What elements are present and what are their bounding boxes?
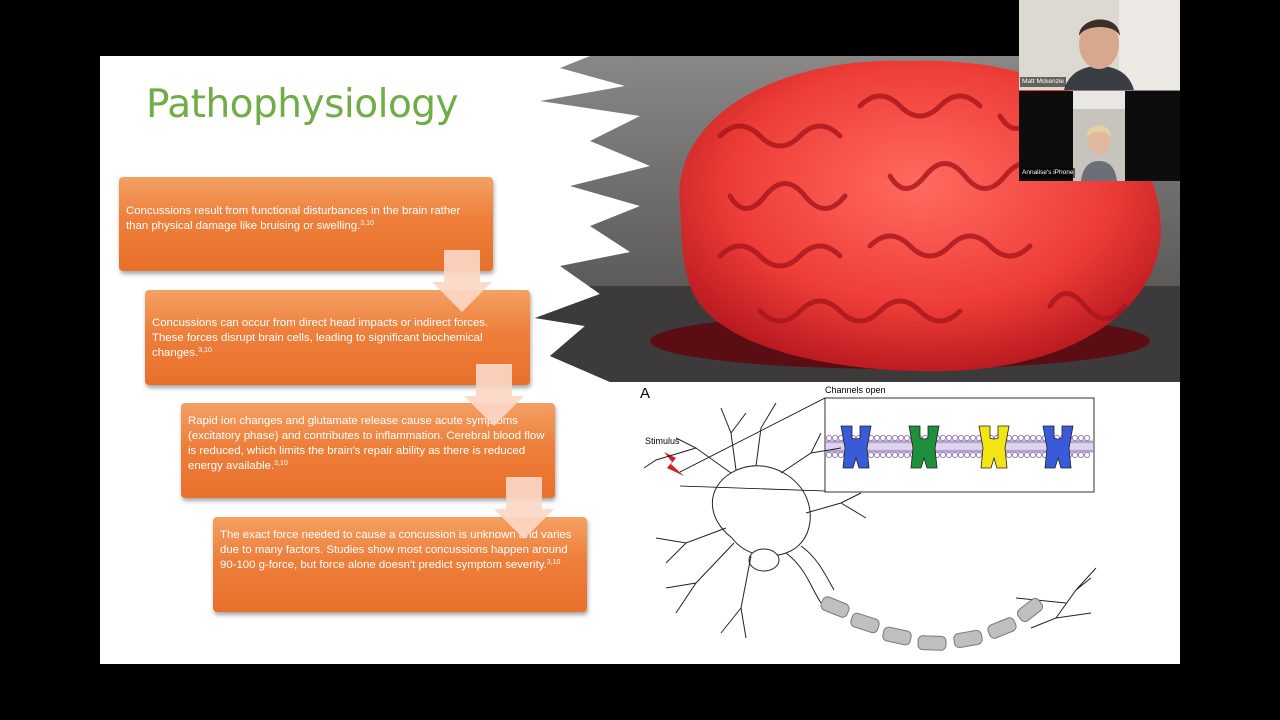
down-arrow-icon (494, 477, 554, 539)
panel-label: A (640, 385, 650, 402)
video-tile-matt[interactable]: Matt Mckenzie (1019, 0, 1180, 90)
lightning-icon (664, 452, 684, 476)
participant-video (1019, 0, 1180, 90)
down-arrow-icon (432, 250, 492, 312)
myelin-sheaths (820, 596, 1044, 651)
slide-title: Pathophysiology (146, 82, 459, 127)
participant-name: Matt Mckenzie (1020, 77, 1066, 87)
participant-video (1019, 91, 1180, 181)
stimulus-label: Stimulus (645, 436, 680, 446)
participant-name: Annalise's iPhone (1020, 168, 1076, 178)
step-4-text: The exact force needed to cause a concus… (220, 529, 572, 571)
step-2-text: Concussions can occur from direct head i… (152, 317, 489, 359)
video-tile-annalise[interactable]: Annalise's iPhone (1019, 91, 1180, 181)
process-step-1: Concussions result from functional distu… (119, 177, 493, 271)
ion-channel-icon (908, 425, 940, 469)
presentation-slide: Pathophysiology (100, 56, 1180, 664)
channels-label: Channels open (825, 385, 886, 395)
ion-channel-icon (978, 425, 1010, 469)
down-arrow-icon (464, 364, 524, 426)
step-3-text: Rapid ion changes and glutamate release … (188, 415, 545, 472)
ion-channel-icon (840, 425, 872, 469)
neuron-diagram: A Stimulus Channels open (640, 385, 1097, 651)
step-1-text: Concussions result from functional distu… (126, 205, 461, 232)
ion-channel-icon (1042, 425, 1074, 469)
neuron-cell (643, 402, 1097, 639)
